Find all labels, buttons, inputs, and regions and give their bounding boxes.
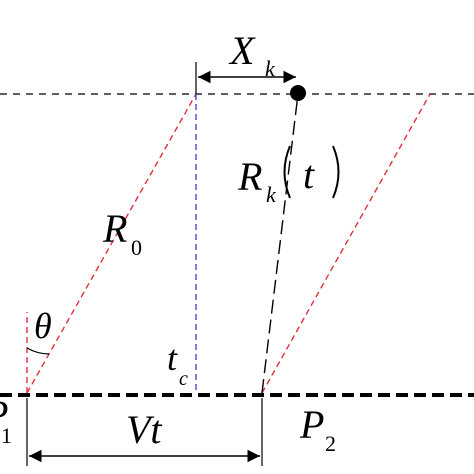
rk-label: R: [237, 154, 262, 199]
r0-label: R: [102, 206, 127, 251]
tc-label: t: [167, 338, 178, 378]
theta-angle-arc: [26, 347, 50, 355]
p1-sub-label: 1: [1, 423, 12, 448]
r0-sub-label: 0: [131, 235, 142, 260]
vt-label: Vt: [126, 407, 162, 452]
r0-slant-line: [26, 93, 197, 394]
xk-label: X: [228, 28, 256, 73]
rk-arg-label: t: [303, 152, 315, 197]
p2-sub-label: 2: [325, 431, 336, 456]
xk-sub-label: k: [265, 56, 276, 81]
p2-slant-line: [261, 93, 431, 394]
tc-sub-label: c: [179, 368, 188, 390]
p2-label: P: [299, 402, 324, 447]
target-point: [290, 85, 306, 101]
rk-range-line: [261, 93, 299, 394]
theta-label: θ: [34, 306, 52, 346]
p1-label: P: [0, 392, 8, 437]
rk-sub-label: k: [266, 182, 277, 207]
rk-paren-left: [283, 145, 291, 199]
rk-paren-right: [332, 145, 340, 199]
